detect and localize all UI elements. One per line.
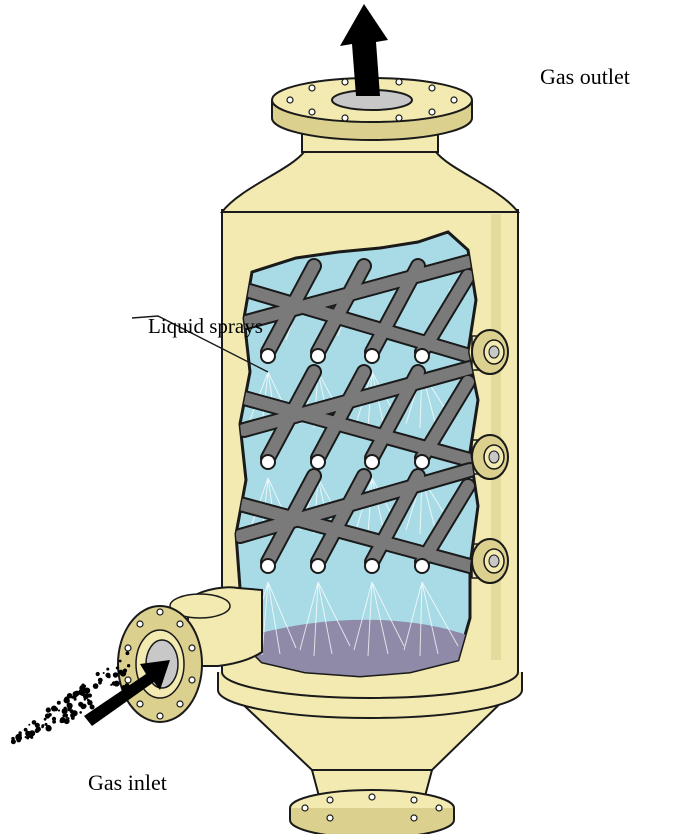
gas-particle [98, 678, 103, 683]
gas-particle [57, 701, 61, 705]
gas-inlet-label: Gas inlet [88, 772, 167, 794]
gas-particle [46, 707, 51, 712]
gas-particle [65, 716, 67, 718]
gas-particle [63, 707, 66, 710]
gas-particle [126, 651, 130, 655]
gas-particle [105, 673, 110, 678]
gas-particle [118, 670, 123, 675]
liquid-sprays-label: Liquid sprays [148, 316, 263, 337]
gas-particle [25, 736, 27, 738]
gas-particle [24, 728, 28, 732]
gas-particle [28, 724, 30, 726]
side-nozzles [472, 330, 508, 583]
gas-particle [116, 667, 119, 670]
gas-particle [81, 684, 84, 687]
cutaway-window [236, 232, 480, 690]
gas-particle [74, 698, 77, 701]
gas-particle [25, 732, 28, 735]
gas-particle [52, 717, 56, 721]
gas-particle [103, 672, 105, 674]
gas-particle [44, 718, 47, 721]
gas-particle [113, 672, 118, 677]
gas-particle [70, 713, 75, 718]
gas-particle [58, 709, 60, 711]
gas-particle [87, 699, 90, 702]
gas-particle [16, 736, 20, 740]
gas-particle [119, 660, 122, 663]
side-nozzle-top [472, 330, 508, 374]
gas-outlet-label: Gas outlet [540, 66, 630, 88]
gas-particle [114, 681, 120, 687]
side-nozzle-bottom [472, 539, 508, 583]
gas-particle [13, 740, 15, 742]
side-nozzle-middle [472, 435, 508, 479]
gas-particle [110, 684, 112, 686]
gas-particle [73, 691, 79, 697]
gas-particle [93, 683, 99, 689]
gas-particle [11, 737, 14, 740]
gas-particle [35, 728, 40, 733]
gas-particle [35, 723, 40, 728]
gas-particle [70, 707, 72, 709]
gas-particle [18, 731, 21, 734]
gas-particle [83, 694, 89, 700]
gas-particle [79, 692, 83, 696]
gas-particle [41, 724, 44, 727]
gas-particle [67, 703, 71, 707]
gas-particle [45, 713, 50, 718]
gas-particle [78, 702, 83, 707]
gas-particle [96, 672, 100, 676]
gas-particle [106, 668, 109, 671]
gas-particle [64, 718, 70, 724]
gas-particle [54, 707, 58, 711]
gas-particle [46, 725, 51, 730]
gas-particle [79, 711, 82, 714]
gas-particle [127, 664, 130, 667]
gas-particle [64, 696, 69, 701]
gas-particle [84, 688, 90, 694]
